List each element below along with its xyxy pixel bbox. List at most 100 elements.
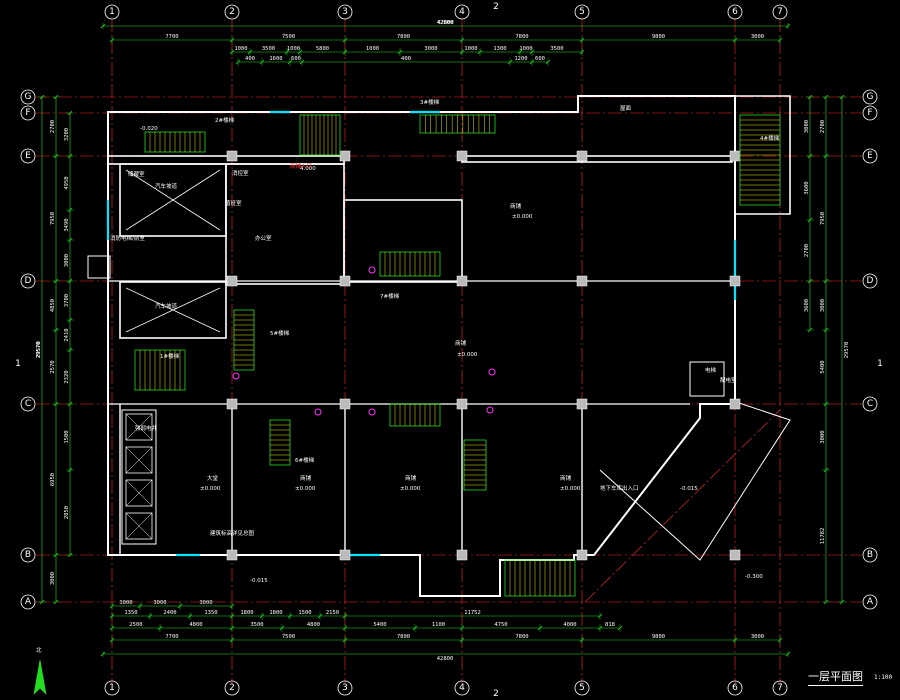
dim-label: 2850 <box>64 506 70 519</box>
grid-line-diagonal <box>584 409 781 603</box>
axis-bubble-col <box>727 680 743 696</box>
room-label: ±0.000 <box>400 486 421 492</box>
room-label: 汽车坡道 <box>155 302 178 310</box>
column <box>456 549 468 561</box>
dim-label: 7700 <box>165 634 178 640</box>
room-label: 商铺 <box>405 474 417 482</box>
column <box>226 549 238 561</box>
room-label: 商铺 <box>455 339 467 347</box>
axis-bubble-col <box>224 680 240 696</box>
section-mark-left: 1 <box>15 359 21 369</box>
column <box>339 150 351 162</box>
note-label: 商铺入口 <box>290 162 312 170</box>
axis-label-row: F <box>867 108 872 118</box>
ramp-outline <box>599 399 791 561</box>
room-label: ±0.000 <box>457 352 478 358</box>
elevator-small <box>689 361 725 397</box>
room-label: 4#楼梯 <box>760 134 780 142</box>
column <box>456 150 468 162</box>
room-label: ±0.000 <box>512 214 533 220</box>
elevator-car <box>125 512 153 540</box>
axis-label-row: A <box>25 597 32 607</box>
room-label: -0.015 <box>680 486 698 492</box>
room-label: 6#楼梯 <box>295 456 315 464</box>
dim-label: 3490 <box>64 218 70 231</box>
section-mark-top: 2 <box>493 2 499 12</box>
axis-label-col: 4 <box>459 683 465 693</box>
axis-label-row: B <box>867 550 873 560</box>
room-label: ±0.000 <box>200 486 221 492</box>
room-label: 储藏室 <box>128 170 145 178</box>
dim-label: 2500 <box>129 622 142 628</box>
axis-label-col: 3 <box>342 7 348 17</box>
room-label: 4.000 <box>300 166 316 172</box>
column <box>576 398 588 410</box>
fixture <box>368 266 376 274</box>
stair-tower-outline <box>735 95 791 215</box>
dim-label: 2150 <box>326 610 339 616</box>
office-block <box>225 163 345 285</box>
column <box>226 275 238 287</box>
dim-label: 2410 <box>64 328 70 341</box>
dim-label: 5800 <box>316 46 329 52</box>
axis-label-row: C <box>25 399 31 409</box>
elevator-car <box>125 479 153 507</box>
shaft-cross <box>125 169 221 231</box>
dim-label: 3000 <box>199 600 212 606</box>
axis-bubble-row <box>862 273 878 289</box>
axis-bubble-row <box>862 105 878 121</box>
room-label: 7#楼梯 <box>380 292 400 300</box>
room-labels: 商铺±0.000商铺±0.000商铺±0.000商铺±0.000商铺±0.000… <box>110 98 780 584</box>
building-walls <box>87 95 791 597</box>
elevator-x <box>125 413 153 441</box>
dim-label: 600 <box>291 56 301 62</box>
elevator-x <box>125 512 153 540</box>
dim-label: 4850 <box>50 299 56 312</box>
room-label: 电梯 <box>705 366 717 374</box>
dim-label: 3700 <box>64 294 70 307</box>
wall-E2 <box>461 155 583 163</box>
inner-block <box>343 199 463 283</box>
axis-label-row: F <box>25 108 30 118</box>
dim-label: 3000 <box>804 120 810 133</box>
north-label: 北 <box>36 646 42 654</box>
dim-label: 3500 <box>250 622 263 628</box>
room-label: 大堂 <box>207 474 219 482</box>
room-label: 值班室 <box>225 199 242 207</box>
dim-label: 9800 <box>652 634 665 640</box>
dim-label: 3000 <box>820 299 826 312</box>
fixture <box>486 406 494 414</box>
dim-label: 3000 <box>153 600 166 606</box>
dim-label: 5400 <box>373 622 386 628</box>
axis-bubble-row <box>862 594 878 610</box>
column <box>339 398 351 410</box>
dimension-lines <box>38 23 846 657</box>
dim-label: 3000 <box>119 600 132 606</box>
wall-E <box>107 155 345 165</box>
dim-label: 11752 <box>464 610 481 616</box>
axis-bubble-row <box>20 396 36 412</box>
axis-label-col: 2 <box>229 7 235 17</box>
room-label: 屋面 <box>620 105 632 112</box>
note-label: 建筑标高详见总图 <box>210 529 255 537</box>
dim-label: 3500 <box>550 46 563 52</box>
dim-label: 7800 <box>515 634 528 640</box>
dim-label: 1800 <box>240 610 253 616</box>
column <box>576 150 588 162</box>
riser <box>87 255 111 279</box>
axis-label-col: 5 <box>579 683 585 693</box>
dim-label: 6950 <box>50 473 56 486</box>
dim-label: 1000 <box>287 46 300 52</box>
dim-label: 400 <box>245 56 255 62</box>
dim-label: 3000 <box>50 572 56 585</box>
north-arrow-icon <box>33 659 47 695</box>
room-label: 办公室 <box>255 234 272 242</box>
dim-label: 7500 <box>282 34 295 40</box>
column <box>729 398 741 410</box>
axis-label-row: C <box>867 399 873 409</box>
axis-bubble-col <box>454 4 470 20</box>
room-label: 商铺 <box>560 474 572 482</box>
axis-label-row: E <box>867 151 873 161</box>
